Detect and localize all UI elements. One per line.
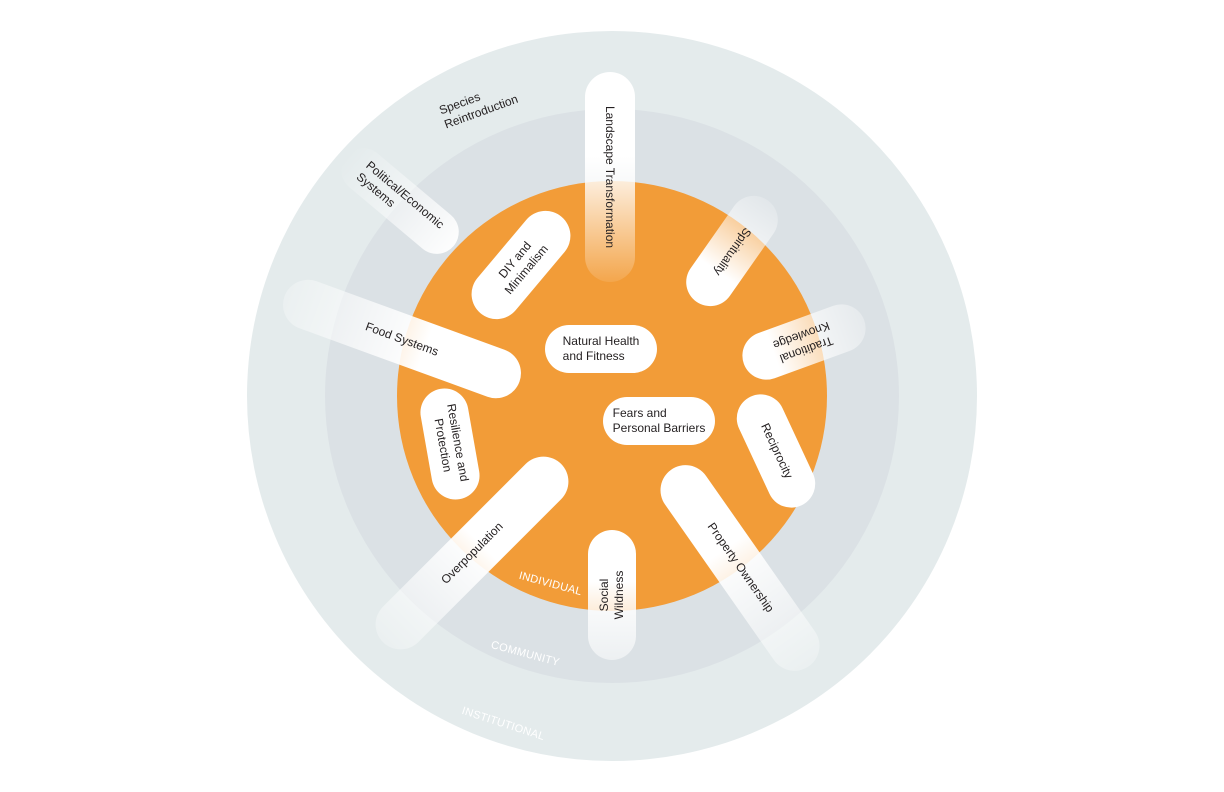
- topic-landscape-transformation: Landscape Transformation: [585, 72, 635, 282]
- center-natural-health: Natural Health and Fitness: [545, 325, 657, 373]
- topic-social-wildness: Social Wildness: [588, 530, 636, 660]
- center-fears: Fears and Personal Barriers: [603, 397, 715, 445]
